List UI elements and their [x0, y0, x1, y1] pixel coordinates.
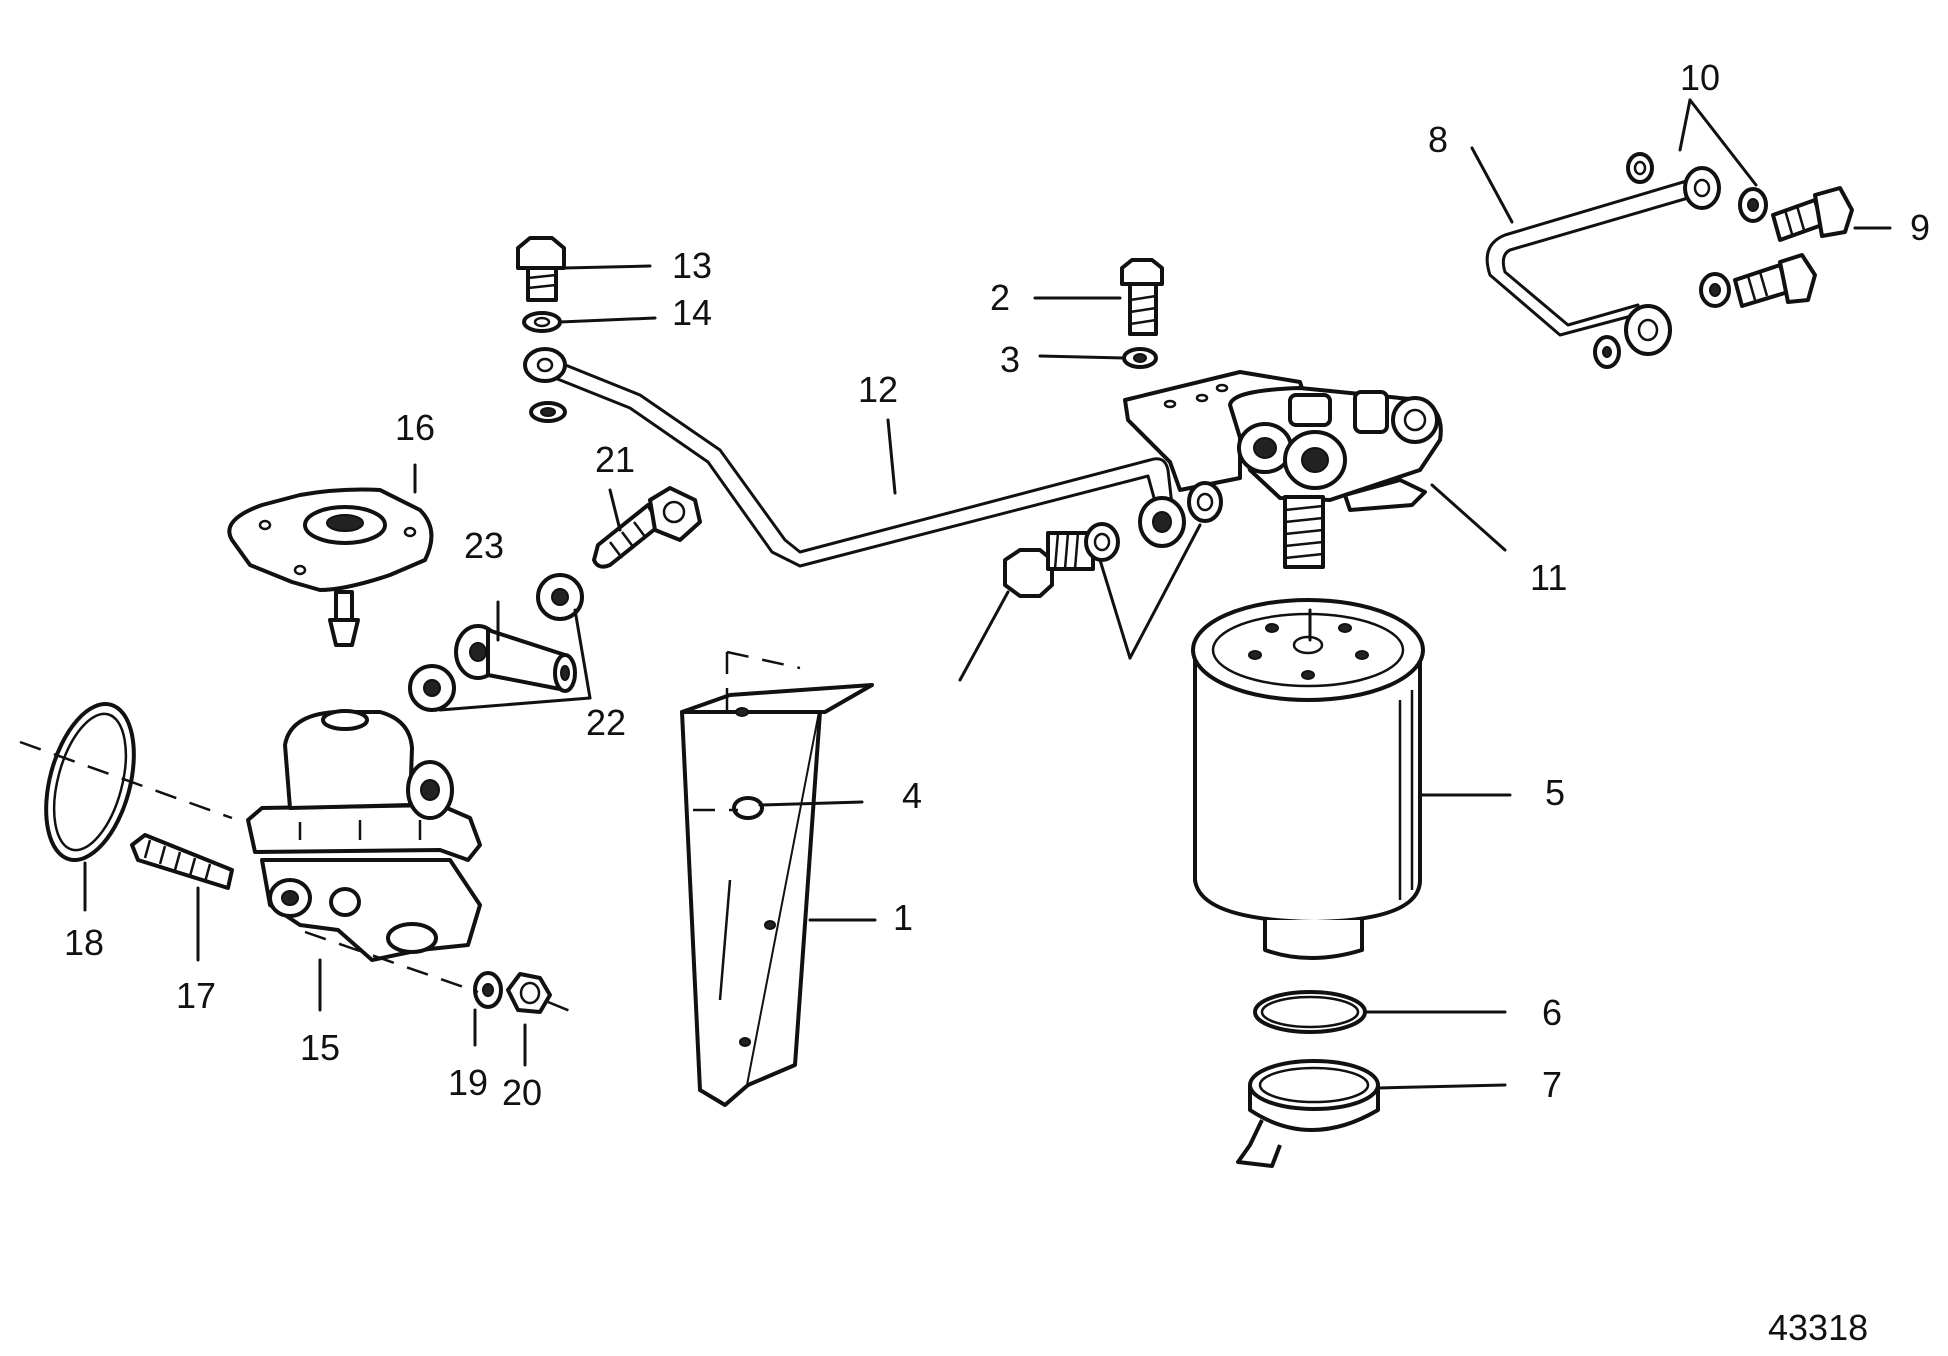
washer-part-22-a [536, 573, 584, 621]
fuel-filter-part-5 [1191, 598, 1425, 960]
fuel-line-part-8 [1485, 166, 1721, 356]
banjo-fitting-assembly [1003, 481, 1223, 598]
callout-11: 11 [1530, 557, 1567, 598]
washer-part-19 [473, 971, 503, 1009]
bolt-part-2 [1120, 258, 1164, 336]
callout-6: 6 [1542, 992, 1562, 1033]
callout-10: 10 [1680, 57, 1720, 98]
gasket-part-18 [44, 702, 136, 862]
washer-part-22-b [408, 664, 456, 712]
callout-14: 14 [672, 292, 712, 333]
filter-head-part-11 [1123, 370, 1443, 569]
stud-part-17 [130, 833, 234, 890]
callout-8: 8 [1428, 119, 1448, 160]
washer-part-3 [1122, 347, 1158, 369]
callout-19: 19 [448, 1062, 488, 1103]
banjo-fitting-part-23 [454, 624, 577, 693]
figure-number: 43318 [1768, 1307, 1868, 1348]
banjo-bolt-part-13 [516, 236, 566, 302]
fuel-pump-part-15 [246, 709, 482, 962]
callout-16: 16 [395, 407, 435, 448]
bolt-part-9 [1771, 186, 1854, 242]
callout-20: 20 [502, 1072, 542, 1113]
callout-4: 4 [902, 775, 922, 816]
washer-part-10-c [1699, 272, 1731, 308]
callout-18: 18 [64, 922, 104, 963]
leader-lines [19, 98, 1892, 1090]
callout-12: 12 [858, 369, 898, 410]
nut-part-20 [506, 972, 552, 1014]
callout-17: 17 [176, 975, 216, 1016]
washer-lower-part-14 [529, 401, 567, 423]
callout-21: 21 [595, 439, 635, 480]
callout-5: 5 [1545, 772, 1565, 813]
callout-labels: 1 2 3 4 5 6 7 8 9 10 11 12 13 14 15 16 1… [64, 57, 1930, 1113]
washer-part-10-b [1738, 187, 1768, 223]
callout-23: 23 [464, 525, 504, 566]
callout-1: 1 [893, 897, 913, 938]
bolt-part-9-lower [1733, 253, 1817, 308]
callout-7: 7 [1542, 1064, 1562, 1105]
bowl-ring-part-7 [1236, 1059, 1380, 1168]
pump-cover-part-16 [227, 487, 434, 647]
seal-ring-part-6 [1253, 990, 1367, 1034]
fuel-line-part-12 [523, 347, 1174, 568]
bracket-part-1 [680, 650, 874, 1107]
fitting-part-21 [592, 486, 702, 569]
callout-15: 15 [300, 1027, 340, 1068]
callout-22: 22 [586, 702, 626, 743]
callout-2: 2 [990, 277, 1010, 318]
washer-part-10-d [1593, 335, 1621, 369]
callout-13: 13 [672, 245, 712, 286]
callout-9: 9 [1910, 207, 1930, 248]
washer-part-10-a [1626, 152, 1654, 184]
callout-3: 3 [1000, 339, 1020, 380]
washer-part-14 [522, 311, 562, 333]
